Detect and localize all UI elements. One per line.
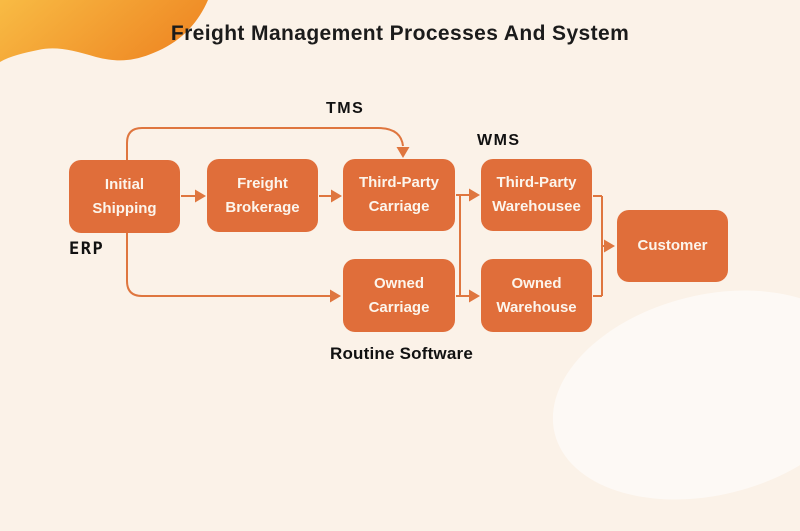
node-third-party-carriage-label: Third-Party Carriage [358, 174, 439, 215]
arrowhead-warehouses-to-customer [604, 239, 615, 253]
node-owned-carriage: Owned Carriage [343, 259, 455, 332]
label-wms: WMS [477, 132, 521, 149]
node-third-party-warehousee: Third-Party Warehousee [481, 159, 592, 231]
arrowhead-ocarriage-to-owarehouse [469, 289, 480, 303]
node-owned-warehouse-label: Owned Warehouse [496, 274, 577, 316]
node-third-party-warehousee-label: Third-Party Warehousee [492, 174, 581, 215]
arrowhead-brokerage-to-tpcarriage [331, 189, 342, 203]
label-tms: TMS [326, 100, 365, 117]
edge-tms-arc [126, 127, 404, 160]
label-routine-software: Routine Software [330, 344, 473, 363]
node-freight-brokerage: Freight Brokerage [207, 159, 318, 232]
arrowhead-tms-arc [396, 147, 410, 158]
node-initial-shipping: Initial Shipping [69, 160, 180, 233]
node-initial-shipping-label: Initial Shipping [92, 175, 157, 217]
arrowhead-initial-to-brokerage [195, 189, 206, 203]
connector-layer [126, 127, 615, 303]
arrowhead-tpcarriage-to-tpwarehouse [469, 188, 480, 202]
node-third-party-carriage: Third-Party Carriage [343, 159, 455, 231]
node-freight-brokerage-label: Freight Brokerage [225, 174, 300, 216]
page-title: Freight Management Processes And System [170, 22, 630, 45]
node-owned-warehouse: Owned Warehouse [481, 259, 592, 332]
edge-warehouses-to-customer [593, 195, 605, 297]
node-owned-carriage-label: Owned Carriage [368, 274, 430, 316]
node-customer-label: Customer [637, 237, 708, 254]
node-customer: Customer [617, 210, 728, 282]
label-erp: ERP [69, 239, 105, 259]
arrowhead-erp-route [330, 289, 341, 303]
edge-erp-route [126, 233, 330, 297]
